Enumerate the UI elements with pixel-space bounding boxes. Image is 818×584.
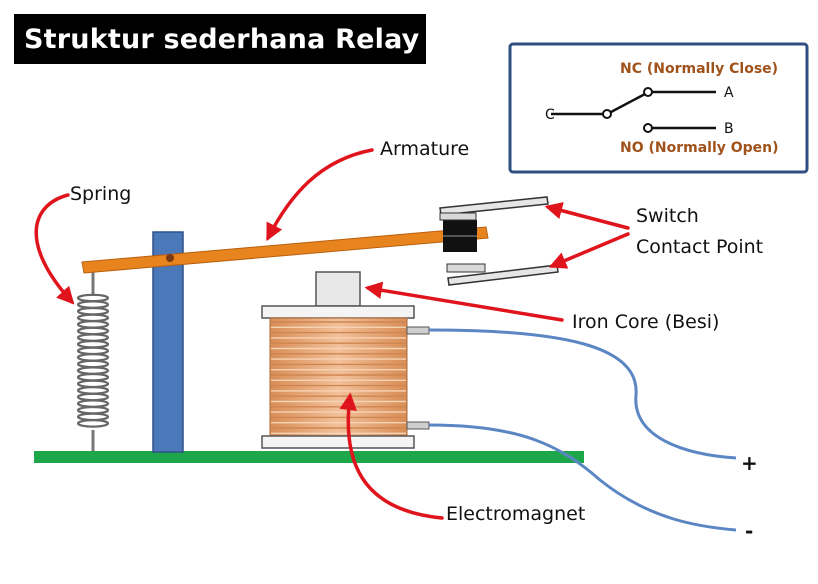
- nc-terminal: [643, 87, 653, 97]
- wire-positive: [428, 328, 737, 460]
- page-title: Struktur sederhana Relay: [24, 23, 420, 55]
- arrow-electromagnet: [339, 392, 444, 520]
- spring-coil: [76, 320, 110, 329]
- spring-coil: [76, 353, 110, 362]
- base-plate: [34, 451, 584, 463]
- coil-terminal-bottom: [406, 421, 430, 430]
- spring-coil: [76, 372, 110, 382]
- label-iron-core: Iron Core (Besi): [572, 311, 719, 333]
- spring-coil: [76, 339, 110, 349]
- spring-coil: [76, 405, 110, 415]
- spring-coil: [76, 313, 110, 323]
- spring-coil: [76, 346, 110, 356]
- armature-bar: [81, 226, 489, 274]
- spring-coil: [76, 333, 110, 342]
- inset-label-nc: NC (Normally Close): [620, 61, 778, 77]
- spring-coil: [76, 366, 110, 375]
- arrow-switch-upper: [544, 202, 630, 230]
- common-terminal: [602, 109, 612, 119]
- iron-core: [315, 271, 361, 307]
- coil-winding: [269, 317, 408, 437]
- electromagnet-coil: [261, 305, 430, 449]
- label-spring: Spring: [70, 183, 131, 205]
- label-electromagnet: Electromagnet: [446, 503, 585, 525]
- spring-coil: [76, 419, 110, 428]
- spring-coil: [76, 306, 110, 316]
- no-terminal: [643, 123, 653, 133]
- contact-inset: C A B NC (Normally Close) NO (Normally O…: [508, 42, 809, 174]
- spring-coil: [76, 293, 110, 303]
- inset-label-c: C: [545, 107, 555, 123]
- spring: [76, 266, 110, 451]
- pivot: [166, 254, 174, 262]
- arrow-spring: [34, 193, 75, 305]
- inset-border: [508, 42, 809, 174]
- spring-coil: [76, 359, 110, 369]
- upper-fixed-contact: [439, 196, 549, 216]
- switch-blade: [610, 92, 646, 114]
- label-switch-line2: Contact Point: [636, 236, 763, 258]
- inset-label-b: B: [724, 121, 734, 137]
- coil-bottom-flange: [261, 435, 415, 449]
- label-minus: -: [745, 519, 753, 543]
- coil-top-flange: [261, 305, 415, 319]
- lower-contact-tip: [446, 263, 486, 273]
- spring-coil: [76, 326, 110, 336]
- inset-label-a: A: [724, 85, 734, 101]
- spring-coil: [76, 392, 110, 402]
- label-armature: Armature: [380, 138, 469, 160]
- wire-negative: [428, 423, 737, 532]
- arrow-iron-core: [364, 281, 564, 322]
- label-switch-line1: Switch: [636, 205, 699, 227]
- arrow-armature: [266, 148, 374, 242]
- spring-coil: [76, 379, 110, 389]
- title-banner: Struktur sederhana Relay: [14, 14, 426, 64]
- arrow-switch-lower: [548, 232, 630, 269]
- inset-label-no: NO (Normally Open): [620, 140, 779, 156]
- armature-post: [152, 231, 184, 453]
- spring-coil: [76, 386, 110, 395]
- spring-coil: [76, 412, 110, 422]
- coil-terminal-top: [406, 326, 430, 335]
- spring-coil: [76, 300, 110, 309]
- spring-coil: [76, 399, 110, 408]
- upper-contact-tip: [439, 212, 477, 221]
- label-plus: +: [741, 451, 758, 475]
- lower-fixed-contact: [447, 264, 559, 286]
